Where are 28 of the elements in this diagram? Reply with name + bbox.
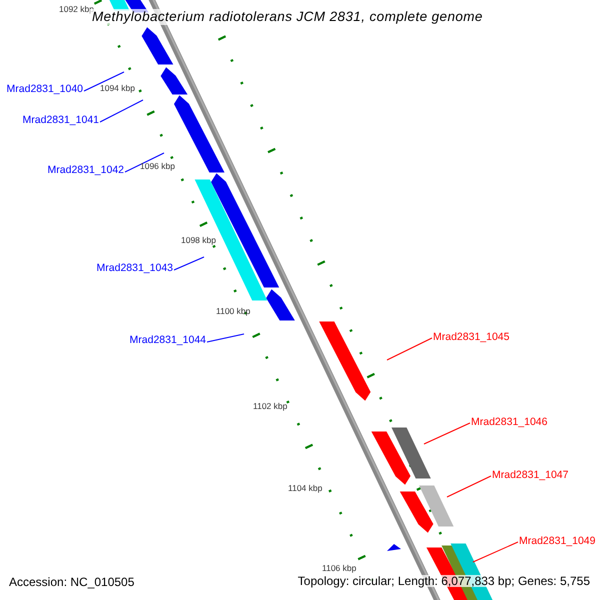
- leader-line: [206, 334, 244, 342]
- scale-label: 1106 kbp: [322, 564, 356, 572]
- gene-label: Mrad2831_1042: [48, 165, 124, 176]
- leader-line: [424, 422, 470, 444]
- leader-line: [100, 100, 144, 122]
- scale-label: 1098 kbp: [181, 236, 216, 244]
- scale-label: 1104 kbp: [288, 484, 322, 492]
- scale-label: 1100 kbp: [216, 307, 250, 316]
- leader-line: [446, 476, 492, 498]
- scale-label: 1094 kbp: [100, 84, 135, 92]
- scale-label: 1096 kbp: [140, 162, 175, 170]
- gene-label: Mrad2831_1047: [492, 470, 568, 480]
- accession-text: Accession: NC_010505: [9, 576, 134, 588]
- gene-label: Mrad2831_1043: [96, 263, 173, 274]
- gene-label: Mrad2831_1044: [130, 335, 206, 346]
- genome-info-text: Topology: circular; Length: 6,077,833 bp; Genes: 5,755: [298, 575, 590, 587]
- scale-label: 1102 kbp: [253, 402, 288, 410]
- gene-label: Mrad2831_1046: [471, 417, 548, 428]
- scale-label: 1092 kbp: [59, 5, 94, 14]
- gene-label: Mrad2831_1049: [519, 536, 596, 546]
- leader-line: [386, 338, 432, 360]
- gene-label: Mrad2831_1045: [433, 332, 510, 342]
- leader-line: [84, 72, 124, 92]
- gene-label: Mrad2831_1041: [22, 115, 99, 126]
- gene-label: Mrad2831_1040: [6, 84, 83, 94]
- leader-line: [124, 152, 164, 172]
- leader-line: [174, 256, 204, 270]
- leader-line: [472, 542, 518, 562]
